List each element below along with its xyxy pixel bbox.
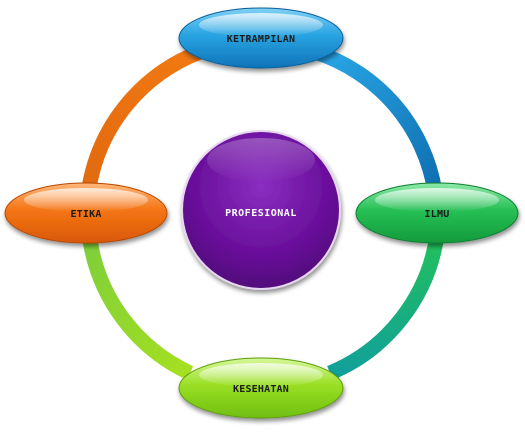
connector-ring (81, 44, 445, 380)
arc-top-right (312, 44, 443, 194)
arc-right-bottom (327, 233, 445, 380)
node-etika: ETIKA (4, 182, 168, 244)
arc-left-top (81, 44, 203, 190)
node-ketrampilan: KETRAMPILAN (178, 7, 344, 69)
center-label: PROFESIONAL (225, 208, 297, 219)
node-label-ilmu: ILMU (425, 209, 450, 220)
node-label-ketrampilan: KETRAMPILAN (227, 34, 295, 45)
node-ilmu: ILMU (355, 182, 519, 244)
arc-bottom-left (82, 238, 194, 380)
node-label-etika: ETIKA (70, 209, 101, 220)
node-kesehatan: KESEHATAN (178, 357, 344, 419)
center-node: PROFESIONAL (181, 130, 341, 290)
node-label-kesehatan: KESEHATAN (233, 384, 289, 395)
